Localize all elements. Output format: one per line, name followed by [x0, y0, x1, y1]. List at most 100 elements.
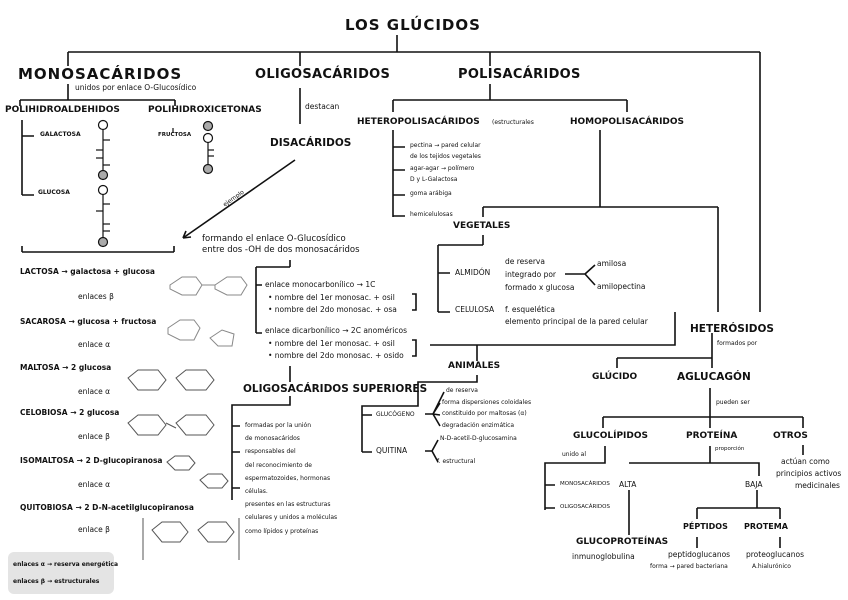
polisacaridos-heading: POLISACÁRIDOS	[458, 67, 581, 82]
bond-isomaltosa: enlace α	[78, 480, 111, 489]
sup-item: formadas por la unión	[245, 422, 312, 429]
glucogeno-label: GLUCÓGENO	[376, 411, 415, 418]
sup-item: del reconocimiento de	[245, 461, 312, 469]
hetero-list-item: de los tejidos vegetales	[410, 153, 481, 160]
pared-bacteriana-label: forma → pared bacteriana	[650, 563, 728, 570]
glucolipidos-heading: GLUCOLÍPIDOS	[573, 431, 648, 441]
sup-item: responsables del	[245, 448, 296, 456]
example-celobiosa: CELOBIOSA → 2 glucosa	[20, 408, 120, 417]
amilosa-label: amilosa	[597, 259, 627, 268]
almidon-item: de reserva	[505, 257, 545, 266]
formados-label: formados por	[717, 340, 758, 347]
monocarbonilico-item: • nombre del 2do monosac. + osa	[268, 305, 397, 314]
glucosa-chain	[96, 184, 110, 248]
celulosa-label: CELULOSA	[455, 305, 495, 314]
sup-item: de monosacáridos	[245, 435, 300, 443]
celobiosa-structure	[127, 414, 215, 436]
otros-item: medicinales	[795, 481, 840, 490]
sup-item: espermatozoides, hormonas	[245, 474, 331, 482]
peptidos-heading: PÉPTIDOS	[683, 522, 728, 531]
page-title: LOS GLÚCIDOS	[345, 16, 481, 34]
example-sacarosa: SACAROSA → glucosa + fructosa	[20, 317, 157, 326]
example-isomaltosa: ISOMALTOSA → 2 D-glucopiranosa	[20, 456, 163, 465]
peptidoglucanos-label: peptidoglucanos	[668, 550, 731, 559]
hetero-list-item: goma arábiga	[410, 190, 452, 197]
bond-lactosa: enlaces β	[78, 292, 114, 301]
hialuronico-label: A.hialurónico	[752, 563, 791, 570]
pueden-label: pueden ser	[716, 399, 750, 406]
almidon-item: formado x glucosa	[505, 283, 575, 292]
lactosa-structure	[169, 276, 248, 296]
bond-quitobiosa: enlace β	[78, 525, 110, 534]
proporcion-label: proporción	[715, 446, 745, 452]
polihidroaldehidos-heading: POLIHIDROALDEHIDOS	[5, 105, 120, 115]
monocarbonilico-label: enlace monocarbonílico → 1C	[265, 280, 376, 289]
unido-label: unido al	[562, 451, 587, 458]
galactosa-label: GALACTOSA	[40, 131, 81, 138]
inmunoglobulina-label: inmunoglobulina	[572, 552, 635, 561]
destacan-label: destacan	[305, 102, 340, 111]
mono-link-text: unidos por enlace O-Glucosídico	[75, 83, 197, 92]
quitina-item: f. estructural	[437, 458, 476, 465]
sup-item: como lípidos y proteínas	[245, 527, 319, 535]
proteoglucanos-label: proteoglucanos	[746, 550, 804, 559]
glucogeno-item: forma dispersiones coloidales	[442, 399, 532, 406]
proteina-heading: PROTEÍNA	[686, 431, 738, 441]
hetero-list-item: pectina → pared celular	[410, 142, 481, 149]
glucoproteinas-heading: GLUCOPROTEÍNAS	[576, 537, 669, 547]
isomaltosa-structure	[166, 455, 229, 489]
hetero-list-item: agar-agar → polímero	[410, 165, 475, 172]
almidon-label: ALMIDÓN	[455, 268, 491, 277]
otros-item: actúan como	[781, 457, 830, 466]
sup-item: presentes en las estructuras	[245, 501, 331, 509]
sup-item: celulares y unidos a moléculas	[245, 514, 338, 522]
heteropolisacaridos-heading: HETEROPOLISACÁRIDOS	[357, 117, 480, 127]
almidon-item: integrado por	[505, 270, 556, 279]
glucido-heading: GLÚCIDO	[592, 372, 638, 382]
heteropolisacaridos-note: (estructurales	[492, 119, 534, 126]
bond-sacarosa: enlace α	[78, 340, 111, 349]
fructosa-chain	[202, 120, 214, 175]
disacaridos-heading: DISACÁRIDOS	[270, 137, 352, 149]
bond-legend-box	[8, 552, 114, 594]
polihidroxicetonas-heading: POLIHIDROXICETONAS	[148, 105, 262, 115]
quitina-item: N-D-acetil-D-glucosamina	[440, 435, 517, 442]
hetero-list-item: hemicelulosas	[410, 211, 453, 218]
monocarbonilico-item: • nombre del 1er monosac. + osil	[268, 293, 395, 302]
bond-maltosa: enlace α	[78, 387, 111, 396]
glucosa-label: GLUCOSA	[38, 189, 70, 196]
oligosacaridos-superiores-heading: OLIGOSACÁRIDOS SUPERIORES	[243, 383, 428, 395]
bond-celobiosa: enlace β	[78, 432, 110, 441]
fructosa-label: FRUCTOSA	[158, 132, 192, 138]
celulosa-item: elemento principal de la pared celular	[505, 317, 648, 326]
heterosidos-heading: HETERÓSIDOS	[690, 323, 774, 335]
homopolisacaridos-heading: HOMOPOLISACÁRIDOS	[570, 117, 685, 127]
monosacaridos-heading: MONOSACÁRIDOS	[18, 65, 183, 83]
legend-alpha: enlaces α → reserva energética	[13, 561, 118, 568]
example-quitobiosa: QUITOBIOSA → 2 D-N-acetilglucopiranosa	[20, 503, 194, 512]
animales-heading: ANIMALES	[448, 361, 501, 371]
glucogeno-item: de reserva	[446, 387, 478, 394]
baja-label: BAJA	[745, 480, 763, 489]
otros-heading: OTROS	[773, 431, 808, 441]
formando-line-1: formando el enlace O-Glucosídico	[202, 234, 346, 244]
alta-label: ALTA	[619, 480, 637, 489]
vegetales-heading: VEGETALES	[453, 221, 511, 231]
monosacaridos-label: MONOSACÁRIDOS	[560, 481, 610, 487]
amilopectina-label: amilopectina	[597, 282, 646, 291]
sacarosa-structure	[167, 319, 235, 347]
glucogeno-item: constituido por maltosas (α)	[442, 410, 527, 417]
glucogeno-item: degradación enzimática	[442, 422, 515, 429]
protema-heading: PROTEMA	[744, 522, 788, 531]
oligosacaridos-heading: OLIGOSACÁRIDOS	[255, 67, 391, 82]
aglucagon-heading: AGLUCAGÓN	[677, 371, 751, 383]
dicarbonilico-item: • nombre del 1er monosac. + osil	[268, 339, 395, 348]
maltosa-structure	[127, 369, 215, 391]
oligosacaridos-label: OLIGOSACÁRIDOS	[560, 504, 610, 510]
dicarbonilico-item: • nombre del 2do monosac. + osido	[268, 351, 404, 360]
example-lactosa: LACTOSA → galactosa + glucosa	[20, 267, 155, 276]
otros-item: principios activos	[776, 469, 842, 478]
dicarbonilico-label: enlace dicarbonílico → 2C anoméricos	[265, 326, 407, 335]
sup-item: células.	[245, 488, 268, 495]
